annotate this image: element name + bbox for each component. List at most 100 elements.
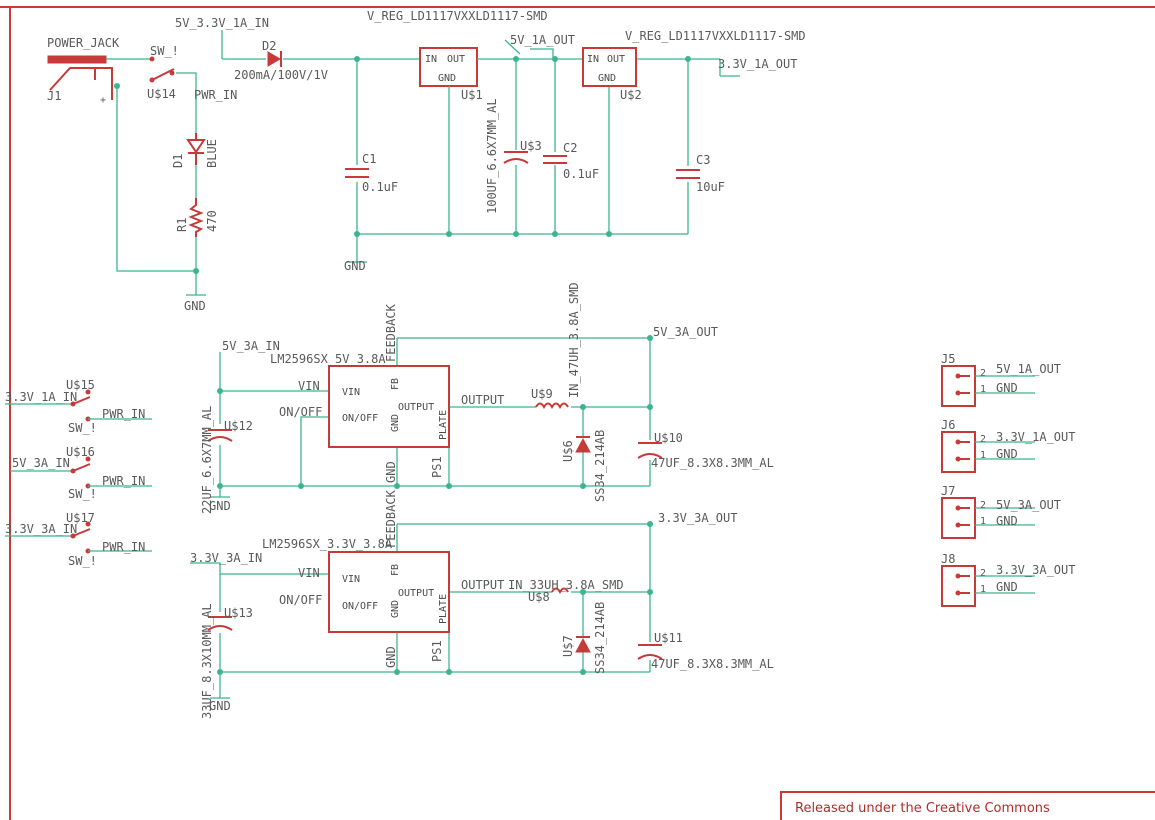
j8-label: J8	[941, 552, 955, 566]
net-5v-1a-out-top: 5V_1A_OUT	[510, 33, 575, 47]
c3-label: C3	[696, 153, 710, 167]
lm5-vin-net: VIN	[298, 379, 320, 393]
gnd-label-lm5: GND	[209, 499, 231, 513]
gnd-label-vreg: GND	[344, 259, 366, 273]
capacitor-c1[interactable]: C1 0.1uF	[345, 152, 398, 194]
capacitor-us10[interactable]: U$10 47UF_8.3X8.3MM_AL	[637, 431, 774, 470]
j5-net: 5V_1A_OUT	[996, 362, 1061, 376]
lm33-plate-pin: PLATE	[438, 594, 449, 624]
j5-gnd: GND	[996, 381, 1018, 395]
connector-j7[interactable]: J7 2 1 5V_3A_OUT GND	[941, 484, 1061, 539]
lm5-fb-pin: FB	[390, 378, 401, 390]
us3-value: 100UF_6.6X7MM_AL	[485, 98, 499, 214]
j5-label: J5	[941, 352, 955, 366]
lm33-title: LM2596SX_3.3V_3.8A	[262, 537, 393, 551]
us15-label: U$15	[66, 378, 95, 392]
capacitor-c3[interactable]: C3 10uF	[676, 153, 725, 194]
us13-label: U$13	[224, 606, 253, 620]
lm5-onoff-pin: ON/OFF	[342, 413, 378, 424]
wires-lm33	[190, 521, 653, 699]
vreg-us2[interactable]: IN OUT GND V_REG_LD1117VXXLD1117-SMD U$2	[582, 29, 806, 102]
lm5-gnd-pin: GND	[390, 414, 401, 432]
us8-label: U$8	[528, 590, 550, 604]
lm33-output-pin: OUTPUT	[398, 588, 434, 599]
us13-value: 33UF_8.3X10MM_AL	[200, 603, 214, 719]
d1-label: D1	[171, 154, 185, 168]
diode-us6[interactable]: U$6 SS34_214AB	[561, 430, 607, 502]
inductor-us8[interactable]: IN_33UH_3.8A_SMD U$8	[508, 578, 624, 604]
inductor-us9[interactable]: U$9 IN_47UH_3.8A_SMD	[531, 282, 581, 410]
d2-label: D2	[262, 39, 276, 53]
c1-label: C1	[362, 152, 376, 166]
us7-label: U$7	[561, 635, 575, 657]
switch-us14[interactable]: SW_! U$14 PWR_IN	[147, 44, 237, 102]
us11-value: 47UF_8.3X8.3MM_AL	[651, 657, 774, 671]
pwr-in-15: PWR_IN	[102, 407, 145, 421]
r1-value: 470	[205, 210, 219, 232]
connector-j5[interactable]: J5 2 1 5V_1A_OUT GND	[941, 352, 1061, 407]
us10-label: U$10	[654, 431, 683, 445]
diode-d2[interactable]: 5V_3.3V_1A_IN D2 200mA/100V/1V	[175, 16, 420, 82]
connector-j8[interactable]: J8 2 1 3.3V_3A_OUT GND	[941, 552, 1075, 607]
us17-label: U$17	[66, 511, 95, 525]
net-5v-3a-in-sw: 5V_3A_IN	[12, 456, 70, 470]
lm33-gnd-net: GND	[384, 646, 398, 668]
us9-label: U$9	[531, 387, 553, 401]
us12-label: U$12	[224, 419, 253, 433]
switch-us15[interactable]: 3.3V_1A_IN U$15 PWR_IN SW_!	[5, 378, 152, 435]
lm33-fb-pin: FB	[390, 564, 401, 576]
j7-pin1: 1	[980, 516, 986, 527]
pwr-in-16: PWR_IN	[102, 474, 145, 488]
capacitor-us13[interactable]: U$13 33UF_8.3X10MM_AL	[200, 603, 253, 719]
us2-in-pin: IN	[587, 54, 599, 65]
switch-us17[interactable]: 3.3V_3A_IN U$17 PWR_IN SW_!	[5, 511, 152, 568]
capacitor-us3[interactable]: U$3 100UF_6.6X7MM_AL	[485, 98, 542, 214]
resistor-r1[interactable]: R1 470	[175, 198, 219, 237]
j8-pin2: 2	[980, 568, 986, 579]
lm5-title: LM2596SX_5V_3.8A	[270, 352, 386, 366]
lm5-feedback: FEEDBACK	[384, 303, 398, 362]
us1-label: U$1	[461, 88, 483, 102]
j7-gnd: GND	[996, 514, 1018, 528]
us1-in-pin: IN	[425, 54, 437, 65]
us11-label: U$11	[654, 631, 683, 645]
vreg2-title: V_REG_LD1117VXXLD1117-SMD	[625, 29, 806, 43]
capacitor-c2[interactable]: C2 0.1uF	[543, 141, 599, 181]
r1-label: R1	[175, 218, 189, 232]
power-jack-j1[interactable]: POWER_JACK J1 +	[47, 36, 120, 106]
switch-us16[interactable]: 5V_3A_IN U$16 PWR_IN SW_!	[10, 445, 152, 501]
power-jack-label: POWER_JACK	[47, 36, 120, 50]
vreg-us1[interactable]: IN OUT GND V_REG_LD1117VXXLD1117-SMD U$1	[367, 9, 548, 102]
us6-label: U$6	[561, 440, 575, 462]
pwr-in-label: PWR_IN	[194, 88, 237, 102]
net-3v3-3a-out-reg: 3.3V_3A_OUT	[658, 511, 737, 525]
lm5-output-pin: OUTPUT	[398, 402, 434, 413]
regulator-lm2596-5v[interactable]: VIN ON/OFF OUTPUT FB GND PLATE LM2596SX_…	[270, 303, 504, 483]
us2-out-pin: OUT	[607, 54, 625, 65]
us2-label: U$2	[620, 88, 642, 102]
j6-gnd: GND	[996, 447, 1018, 461]
net-3v3-1a-out-top: 3.3V_1A_OUT	[718, 57, 797, 71]
gnd-label-r1: GND	[184, 299, 206, 313]
us7-ss34: SS34_214AB	[593, 602, 607, 674]
net-5v-3v3-1a-in: 5V_3.3V_1A_IN	[175, 16, 269, 30]
sw1-label: SW_!	[150, 44, 179, 58]
lm5-plate-pin: PLATE	[438, 410, 449, 440]
j7-pin2: 2	[980, 500, 986, 511]
c2-label: C2	[563, 141, 577, 155]
lm33-onoff-net: ON/OFF	[279, 593, 322, 607]
diode-us7[interactable]: U$7 SS34_214AB	[561, 602, 607, 674]
j8-net: 3.3V_3A_OUT	[996, 563, 1075, 577]
led-d1[interactable]: D1 BLUE	[171, 133, 219, 168]
d2-value: 200mA/100V/1V	[234, 68, 328, 82]
regulator-lm2596-3v3[interactable]: VIN ON/OFF OUTPUT FB GND PLATE LM2596SX_…	[262, 489, 504, 668]
capacitor-us12[interactable]: U$12 22UF_6.6X7MM_AL	[200, 406, 253, 514]
wires-lm5v	[210, 335, 653, 498]
us10-value: 47UF_8.3X8.3MM_AL	[651, 456, 774, 470]
gnd-label-lm33: GND	[209, 699, 231, 713]
lm5-ps1: PS1	[430, 456, 444, 478]
connector-j6[interactable]: J6 2 1 3.3V_1A_OUT GND	[941, 418, 1075, 473]
net-3v3-1a-in-sw: 3.3V_1A_IN	[5, 390, 77, 404]
capacitor-us11[interactable]: U$11 47UF_8.3X8.3MM_AL	[637, 631, 774, 671]
us12-value: 22UF_6.6X7MM_AL	[200, 406, 214, 514]
